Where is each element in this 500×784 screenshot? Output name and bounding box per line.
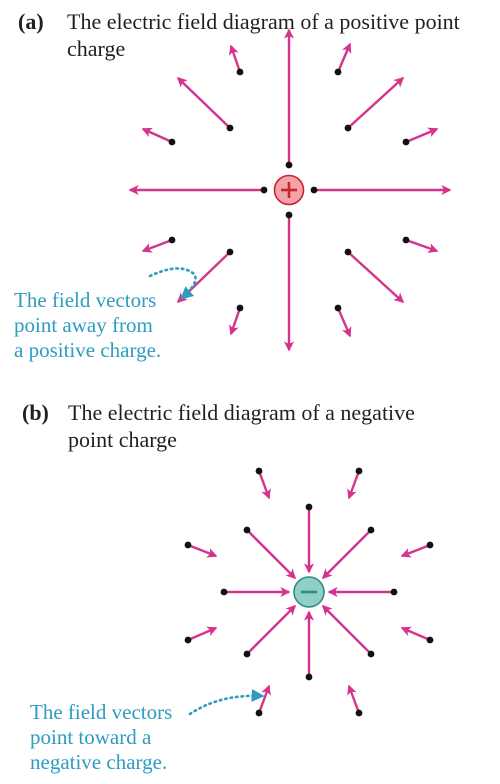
caption-tag: (b) (22, 400, 49, 425)
field-point-dot (243, 650, 251, 658)
field-point-dot (310, 186, 318, 194)
field-vector-arrow (257, 470, 271, 500)
panel-positive-charge: (a) The electric field diagram of a posi… (0, 0, 500, 370)
note-pointer-arrow (188, 689, 265, 716)
field-point-dot (334, 304, 342, 312)
field-point-dot (220, 588, 228, 596)
field-vector-arrow (321, 529, 372, 580)
field-point-dot (184, 636, 192, 644)
negative-charge-field-diagram (184, 467, 434, 717)
field-point-dot (355, 467, 363, 475)
note-positive: The field vectors point away from a posi… (14, 288, 161, 363)
field-vector-arrow (400, 543, 431, 558)
field-point-dot (226, 248, 234, 256)
field-vector-arrow (229, 307, 242, 336)
field-point-dot (260, 186, 268, 194)
field-point-dot (344, 124, 352, 132)
field-point-dot (402, 138, 410, 146)
field-point-dot (402, 236, 410, 244)
field-vector-arrow (229, 44, 242, 73)
positive-charge-field-diagram (128, 28, 452, 352)
caption-text: The electric field diagram of a positive… (67, 9, 460, 61)
field-vector-arrow (347, 470, 361, 500)
field-point-dot (255, 467, 263, 475)
note-pointer-arrow (148, 267, 197, 300)
field-point-dot (305, 503, 313, 511)
field-vector-arrow (141, 238, 173, 253)
field-point-dot (226, 124, 234, 132)
field-point-dot (355, 709, 363, 717)
field-point-dot (168, 236, 176, 244)
field-point-dot (243, 526, 251, 534)
field-vector-arrow (246, 529, 297, 580)
note-line: The field vectors (14, 288, 157, 312)
field-vector-arrow (141, 127, 173, 144)
field-point-dot (344, 248, 352, 256)
caption-tag: (a) (18, 9, 44, 34)
field-vector-arrow (257, 684, 271, 714)
note-line: point toward a (30, 725, 152, 749)
field-vector-arrow (336, 42, 352, 73)
field-point-dot (285, 161, 293, 169)
field-vector-arrow (405, 238, 439, 253)
field-point-dot (236, 68, 244, 76)
note-line: a positive charge. (14, 338, 162, 362)
note-line: The field vectors (30, 700, 173, 724)
field-vector-arrow (321, 604, 372, 655)
field-vector-arrow (246, 604, 297, 655)
field-point-dot (390, 588, 398, 596)
negative-charge (293, 576, 325, 608)
field-vector-arrow (347, 684, 361, 714)
field-point-dot (334, 68, 342, 76)
caption-positive: (a) The electric field diagram of a posi… (18, 8, 488, 62)
caption-negative: (b) The electric field diagram of a nega… (22, 399, 462, 453)
field-point-dot (285, 211, 293, 219)
field-vector-arrow (336, 307, 352, 338)
field-vector-arrow (347, 76, 405, 129)
field-point-dot (168, 138, 176, 146)
field-point-dot (236, 304, 244, 312)
note-line: point away from (14, 313, 153, 337)
field-point-dot (367, 526, 375, 534)
field-point-dot (367, 650, 375, 658)
field-vector-arrow (405, 127, 439, 144)
positive-charge (273, 174, 305, 206)
field-vector-arrow (400, 626, 431, 642)
field-vector-arrow (187, 543, 218, 558)
field-vector-arrow (347, 251, 405, 304)
field-vector-arrow (187, 626, 218, 642)
note-negative: The field vectors point toward a negativ… (30, 700, 172, 775)
panel-negative-charge: (b) The electric field diagram of a nega… (0, 390, 500, 784)
caption-text: The electric field diagram of a negative… (68, 400, 415, 452)
field-point-dot (426, 541, 434, 549)
field-point-dot (255, 709, 263, 717)
field-point-dot (305, 673, 313, 681)
note-line: negative charge. (30, 750, 168, 774)
field-point-dot (184, 541, 192, 549)
field-point-dot (426, 636, 434, 644)
field-vector-arrow (176, 76, 231, 129)
